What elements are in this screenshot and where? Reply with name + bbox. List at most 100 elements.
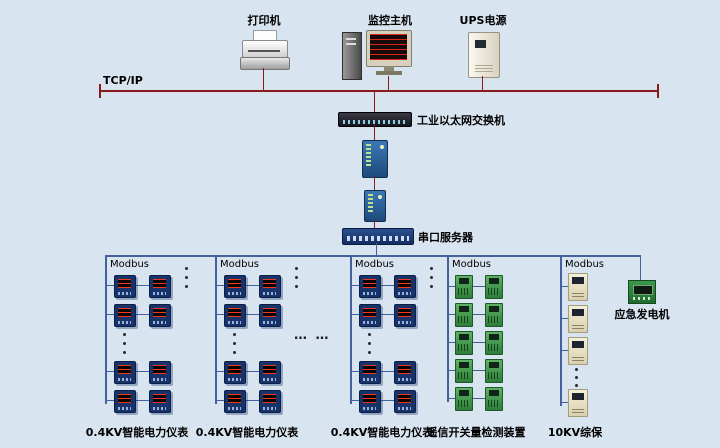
power-meter-icon [224, 275, 246, 298]
ellipsis-dots [575, 384, 578, 387]
power-meter-icon [149, 275, 171, 298]
ellipsis-dots [575, 376, 578, 379]
printer-slot [248, 50, 280, 52]
ellipsis-dots [430, 276, 433, 279]
generator-controller-icon [628, 280, 656, 304]
modbus-branch-1: Modbus [105, 255, 225, 435]
power-meter-icon [149, 304, 171, 327]
ellipsis-dots [123, 351, 126, 354]
protection-relay-icon [568, 389, 588, 417]
more-branches-ellipsis: … … [294, 328, 331, 343]
monitor-stand [384, 66, 394, 71]
tcpip-bus-line [100, 90, 658, 92]
group-label-2: 0.4KV智能电力仪表 [195, 426, 299, 439]
io-module-icon [455, 303, 473, 327]
connector-line [482, 76, 483, 90]
io-module-icon [455, 275, 473, 299]
ellipsis-dots [233, 333, 236, 336]
power-meter-icon [259, 361, 281, 384]
io-module-icon [485, 275, 503, 299]
power-meter-icon [114, 275, 136, 298]
ethernet-switch-icon [338, 112, 412, 127]
ellipsis-dots [185, 276, 188, 279]
ellipsis-dots [430, 285, 433, 288]
ellipsis-dots [368, 351, 371, 354]
power-meter-icon [259, 304, 281, 327]
monitor-host-label: 监控主机 [368, 14, 412, 27]
ellipsis-dots [185, 285, 188, 288]
monitor-host-icon [342, 30, 412, 80]
io-module-icon [485, 359, 503, 383]
modbus-branch-5: Modbus [560, 255, 680, 435]
io-module-icon [485, 303, 503, 327]
modbus-bus-line [105, 255, 641, 257]
modbus-bus-label: Modbus [355, 259, 394, 270]
modbus-bus-label: Modbus [110, 259, 149, 270]
io-module-icon [455, 331, 473, 355]
ellipsis-dots [368, 342, 371, 345]
ellipsis-dots [185, 267, 188, 270]
power-meter-icon [149, 390, 171, 413]
modbus-bus-label: Modbus [565, 259, 604, 270]
io-module-icon [485, 387, 503, 411]
ellipsis-dots [123, 342, 126, 345]
ups-icon [468, 32, 500, 78]
modbus-branch-line [447, 255, 449, 402]
modbus-branch-2: Modbus [215, 255, 335, 435]
io-module-icon [455, 387, 473, 411]
modbus-branch-3: Modbus [350, 255, 470, 435]
modbus-bus-label: Modbus [452, 259, 491, 270]
connector-line [376, 243, 377, 255]
connector-line [640, 257, 641, 280]
media-converter-icon [364, 190, 386, 222]
protection-relay-icon [568, 273, 588, 301]
power-meter-icon [259, 390, 281, 413]
modbus-branch-line [105, 255, 107, 404]
io-module-icon [485, 331, 503, 355]
protection-relay-icon [568, 305, 588, 333]
group-label-5: 10KV综保 [547, 426, 603, 439]
power-meter-icon [394, 275, 416, 298]
connector-line [374, 220, 375, 228]
ellipsis-dots [233, 351, 236, 354]
power-meter-icon [394, 390, 416, 413]
group-label-3: 0.4KV智能电力仪表 [330, 426, 434, 439]
printer-body [242, 40, 288, 58]
power-meter-icon [224, 304, 246, 327]
connector-line [374, 176, 375, 190]
group-label-1: 0.4KV智能电力仪表 [85, 426, 189, 439]
generator-label: 应急发电机 [614, 308, 670, 321]
power-meter-icon [114, 361, 136, 384]
power-meter-icon [114, 304, 136, 327]
power-meter-icon [359, 390, 381, 413]
computer-tower [342, 32, 362, 80]
ellipsis-dots [295, 267, 298, 270]
ellipsis-dots [295, 285, 298, 288]
monitor-screen-waveform [370, 34, 407, 60]
serial-server-label: 串口服务器 [418, 231, 473, 244]
modbus-branch-4: Modbus [447, 255, 567, 435]
power-meter-icon [359, 304, 381, 327]
ellipsis-dots [295, 276, 298, 279]
modbus-bus-label: Modbus [220, 259, 259, 270]
group-label-4: 遥信开关量检测装置 [426, 426, 526, 439]
bus-end-cap [99, 84, 101, 98]
ups-label: UPS电源 [459, 14, 507, 27]
ellipsis-dots [575, 368, 578, 371]
protection-relay-icon [568, 337, 588, 365]
power-meter-icon [259, 275, 281, 298]
printer-label: 打印机 [247, 14, 281, 27]
ellipsis-dots [368, 333, 371, 336]
ethernet-switch-label: 工业以太网交换机 [417, 114, 505, 127]
bus-end-cap [657, 84, 659, 98]
power-meter-icon [359, 275, 381, 298]
tcpip-bus-label: TCP/IP [103, 74, 143, 87]
media-converter-icon [362, 140, 388, 178]
modbus-branch-line [215, 255, 217, 404]
power-meter-icon [359, 361, 381, 384]
power-meter-icon [394, 304, 416, 327]
monitor-base [376, 71, 402, 75]
connector-line [374, 92, 375, 112]
power-meter-icon [114, 390, 136, 413]
